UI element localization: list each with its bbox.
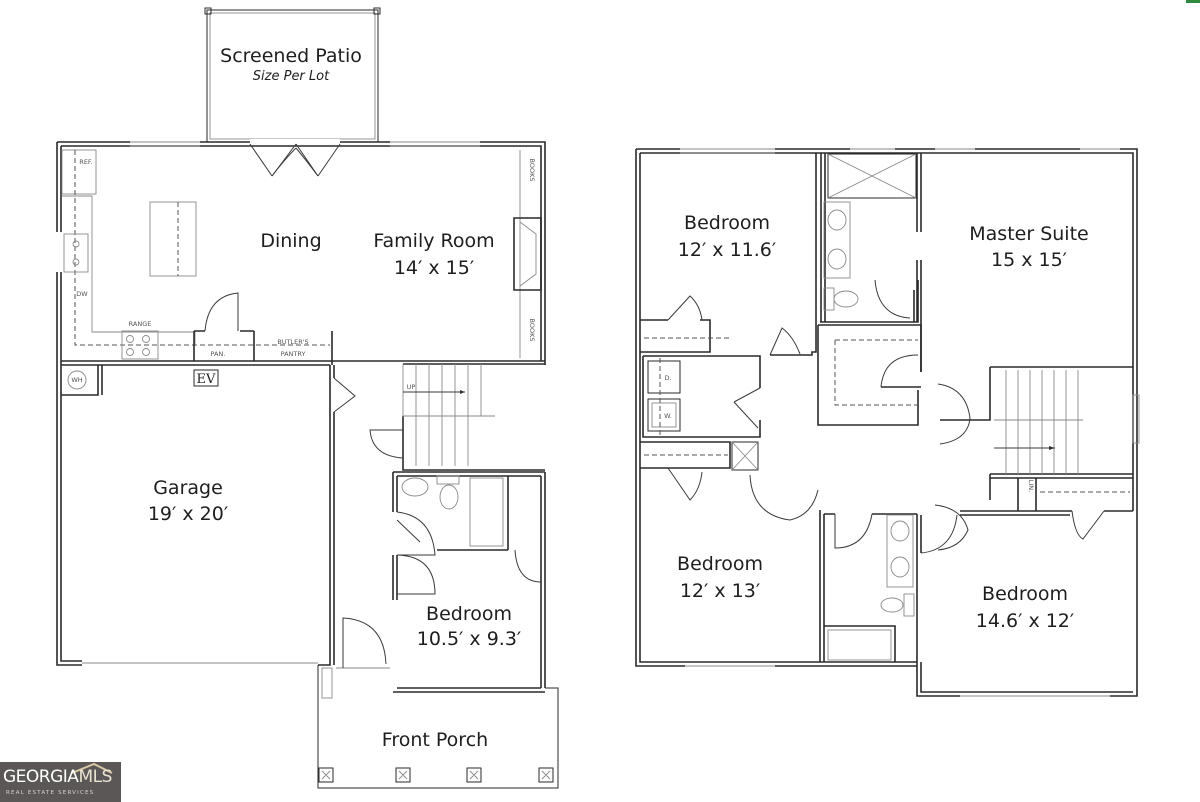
fixture-label-butlers-pantry-line2: PANTRY (281, 350, 306, 358)
room-label-bedroom-nw: Bedroom (684, 212, 770, 234)
room-label-first-floor-bedroom: Bedroom (426, 603, 512, 625)
fixture-label-linen: LIN. (1027, 480, 1035, 492)
fixture-label-range: RANGE (129, 320, 152, 328)
fixture-label-water-heater: WH (71, 376, 82, 384)
bedroom-nw (640, 153, 817, 356)
room-note-screened-patio: Size Per Lot (253, 69, 330, 84)
stair-up-label: UP (407, 383, 416, 391)
master-bath (820, 153, 922, 372)
fixture-label-books-bottom: BOOKS (528, 319, 536, 342)
room-label-front-porch: Front Porch (382, 729, 488, 751)
room-label-family-room: Family Room (373, 230, 494, 252)
room-size-bedroom-nw: 12′ x 11.6′ (678, 239, 776, 261)
watermark-subtitle: REAL ESTATE SERVICES (6, 790, 95, 796)
stair-second-floor (940, 366, 1140, 500)
fixture-label-pantry: PAN. (211, 350, 226, 358)
watermark-brand-main: GEORGIA (3, 767, 79, 787)
first-floor-plan: Screened Patio Size Per Lot Dining Famil… (56, 7, 559, 789)
room-size-first-floor-bedroom: 10.5′ x 9.3′ (417, 628, 521, 650)
ev-charger-label: EV (197, 372, 216, 387)
exterior-walls (56, 139, 546, 666)
laundry (640, 355, 761, 501)
first-floor-bedroom-suite (336, 471, 546, 693)
room-size-family-room: 14′ x 15′ (394, 257, 474, 279)
kitchen (61, 149, 545, 366)
room-label-dining: Dining (260, 230, 321, 252)
second-floor-plan: Bedroom 12′ x 11.6′ Master Suite 15 x 15… (635, 147, 1140, 698)
front-porch (317, 665, 559, 789)
hallway (749, 383, 971, 551)
garage (61, 365, 356, 666)
room-size-garage: 19′ x 20′ (148, 503, 228, 525)
georgia-mls-watermark: GEORGIAMLS REAL ESTATE SERVICES (0, 762, 121, 802)
stair-first-floor (369, 363, 545, 471)
watermark-brand-accent: MLS (78, 767, 112, 787)
second-floor-exterior-walls (635, 147, 1138, 698)
fixture-label-dishwasher: DW (76, 290, 88, 298)
room-label-screened-patio: Screened Patio (220, 45, 362, 67)
room-size-master-suite: 15 x 15′ (991, 249, 1067, 271)
room-label-bedroom-sw: Bedroom (677, 553, 763, 575)
room-label-master-suite: Master Suite (969, 223, 1088, 245)
master-closet (817, 324, 922, 426)
fixture-label-dryer: D. (664, 374, 671, 382)
hall-bath (819, 510, 958, 662)
room-label-garage: Garage (153, 477, 223, 499)
roof-logo-icon (71, 762, 113, 774)
family-room (513, 150, 542, 358)
watermark-brand: GEORGIAMLS (3, 767, 112, 787)
corner-accent (1186, 0, 1200, 3)
fixture-label-butlers-pantry-line1: BUTLER'S (277, 338, 308, 346)
room-label-bedroom-se: Bedroom (982, 583, 1068, 605)
linen-closet (960, 477, 1133, 540)
fixture-label-refrigerator: REF. (79, 158, 92, 166)
fixture-label-washer: W. (664, 412, 672, 420)
fixture-label-books-top: BOOKS (528, 159, 536, 182)
room-size-bedroom-sw: 12′ x 13′ (680, 580, 760, 602)
room-size-bedroom-se: 14.6′ x 12′ (976, 610, 1074, 632)
